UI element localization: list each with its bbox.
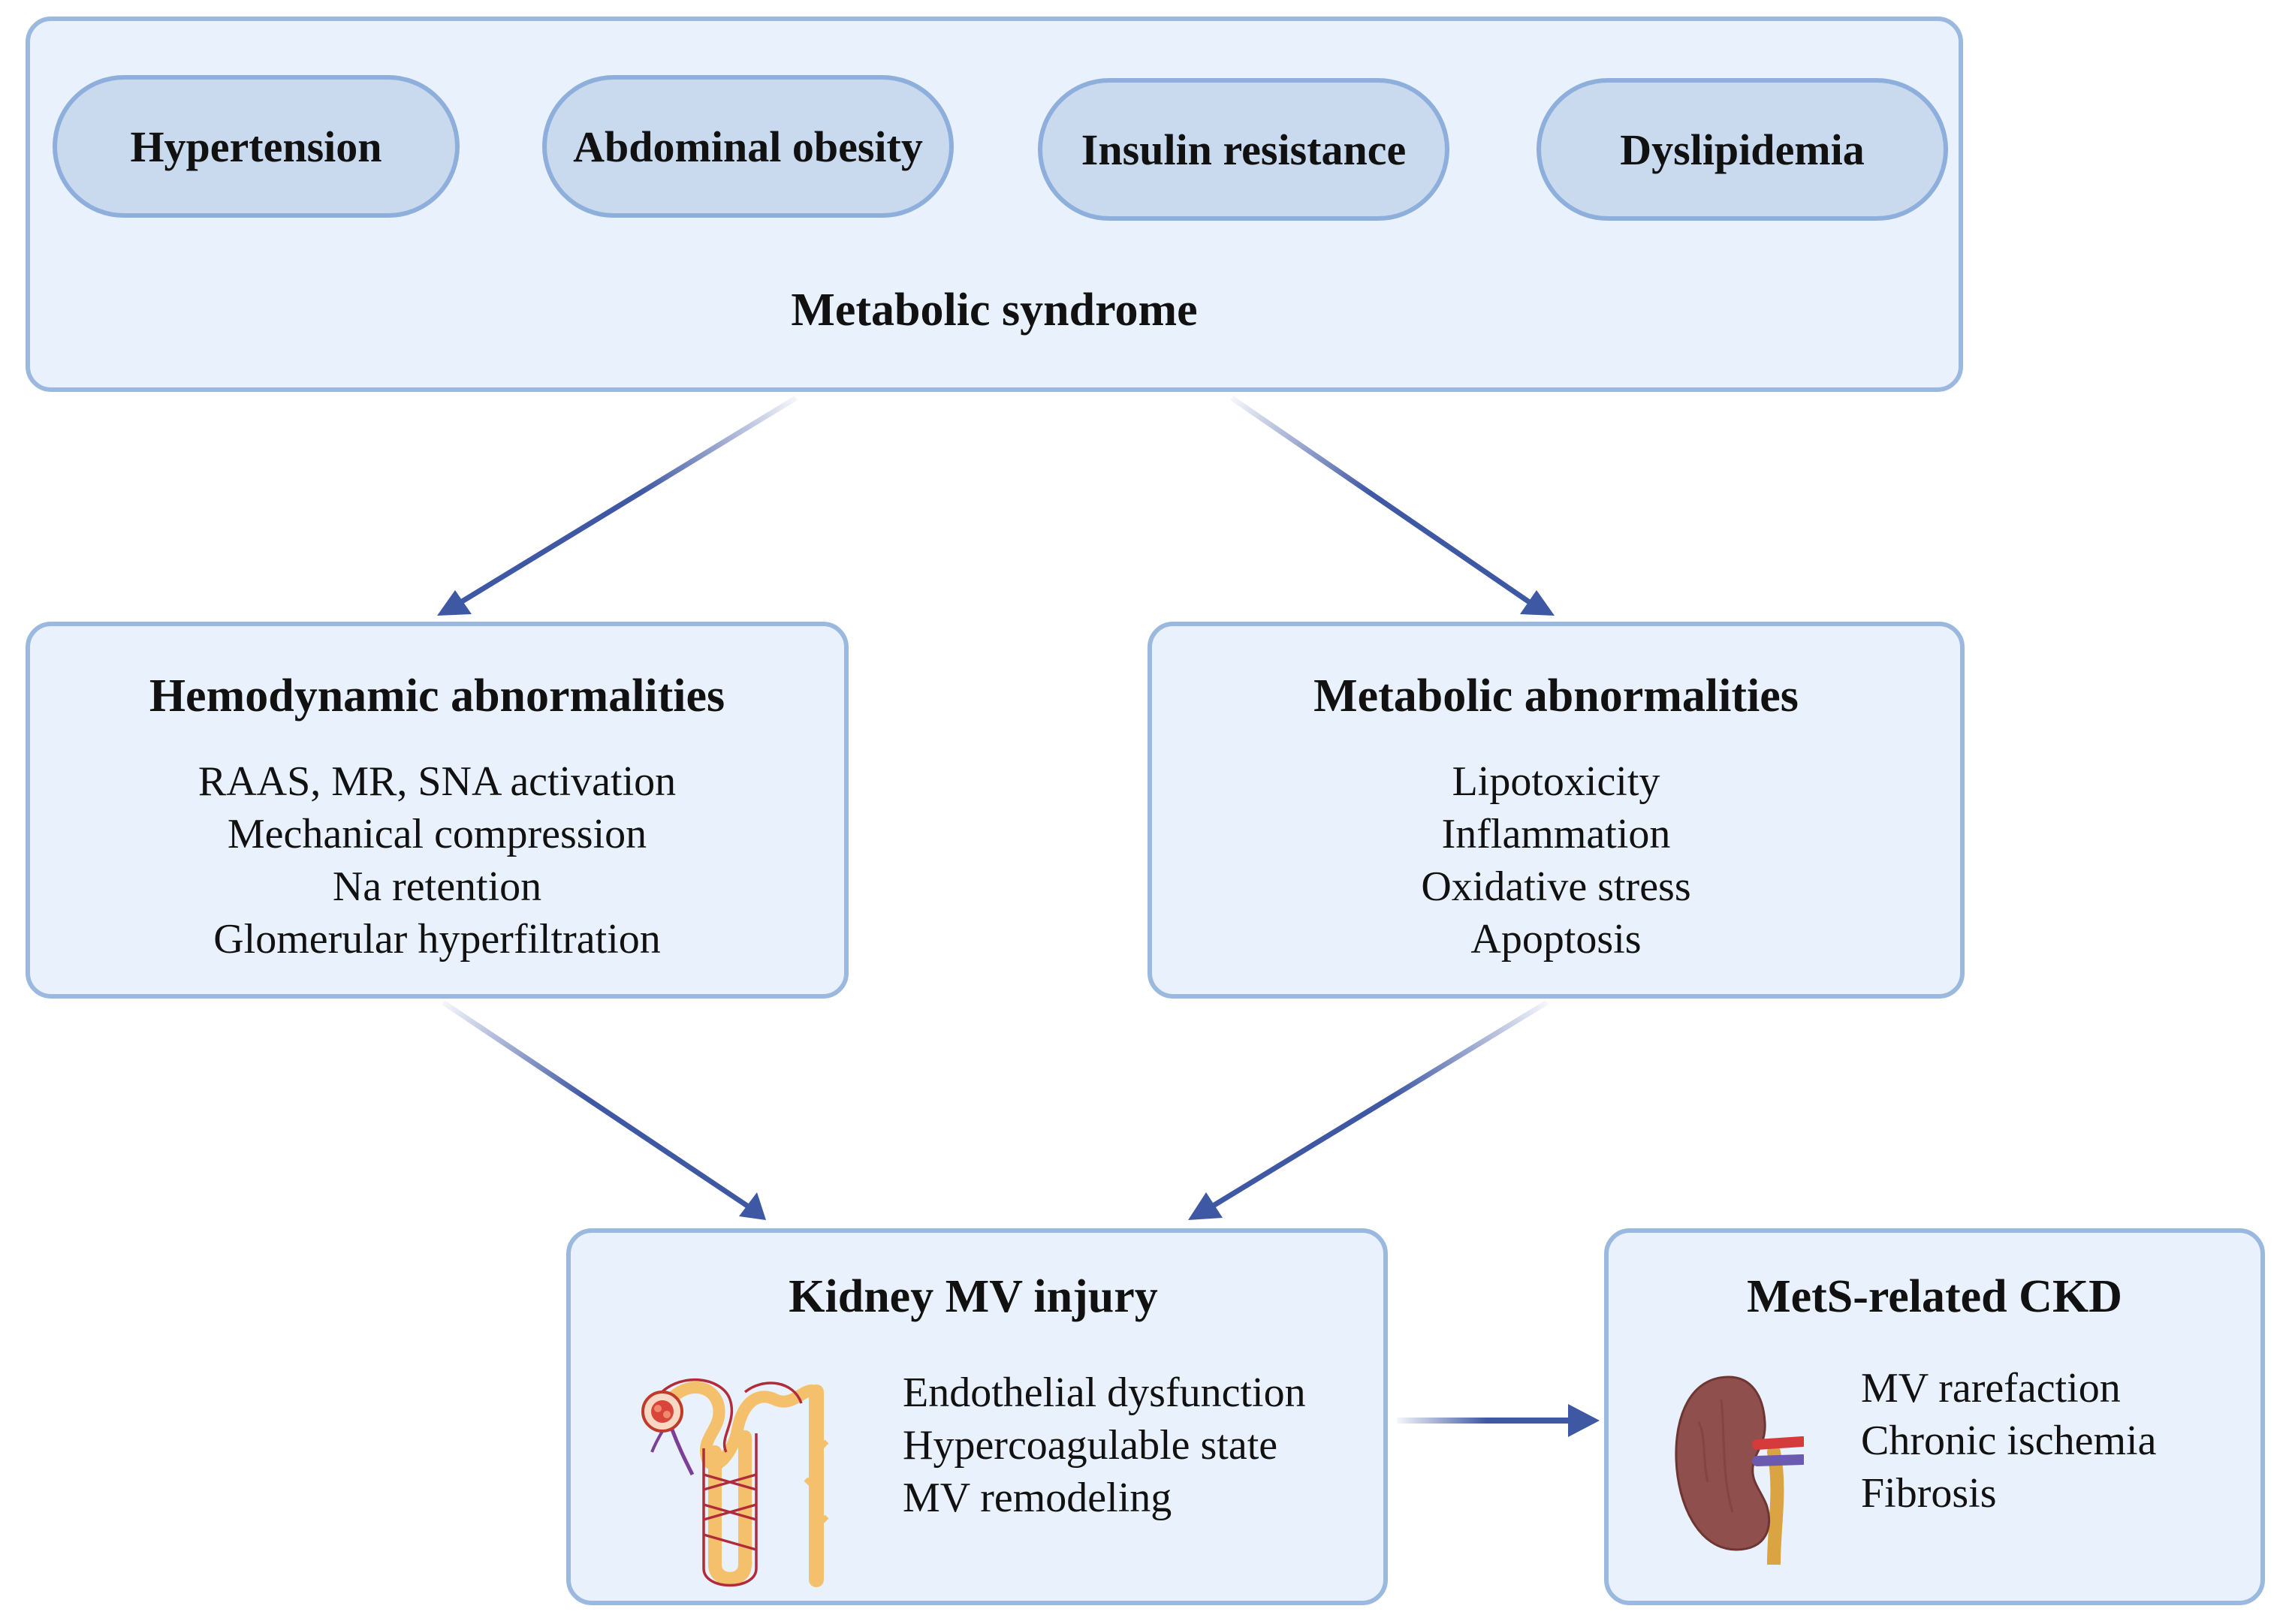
kidney-mv-injury-box: Kidney MV injury Endothelial dysfunction… — [566, 1228, 1388, 1605]
ckd-item: Fibrosis — [1861, 1470, 1997, 1517]
pill-abdominal-obesity: Abdominal obesity — [542, 75, 954, 218]
hemodynamic-title: Hemodynamic abnormalities — [149, 670, 725, 722]
arrow-metabolic-to-mv-injury — [1209, 1000, 1549, 1210]
kidney-mv-injury-item: MV remodeling — [903, 1475, 1172, 1521]
pill-dyslipidemia: Dyslipidemia — [1537, 78, 1948, 221]
metabolic-syndrome-box: Hypertension Abdominal obesity Insulin r… — [26, 17, 1963, 392]
metabolic-item: Oxidative stress — [1421, 863, 1691, 910]
hemodynamic-list: RAAS, MR, SNA activation Mechanical comp… — [30, 755, 844, 966]
metabolic-list: Lipotoxicity Inflammation Oxidative stre… — [1152, 755, 1960, 966]
kidney-mv-injury-item: Hypercoagulable state — [903, 1422, 1278, 1469]
kidney-icon — [1675, 1375, 1804, 1565]
metabolic-item: Inflammation — [1441, 811, 1671, 857]
ckd-item: Chronic ischemia — [1861, 1418, 2157, 1464]
mets-related-ckd-box: MetS-related CKD MV rarefaction Chronic … — [1604, 1228, 2265, 1605]
metabolic-abnormalities-box: Metabolic abnormalities Lipotoxicity Inf… — [1148, 622, 1965, 999]
hemodynamic-item: RAAS, MR, SNA activation — [198, 758, 677, 805]
metabolic-item: Apoptosis — [1470, 916, 1642, 963]
kidney-mv-injury-title: Kidney MV injury — [789, 1271, 1158, 1322]
arrow-hemodynamic-to-mv-injury — [442, 1000, 751, 1210]
mets-related-ckd-list: MV rarefaction Chronic ischemia Fibrosis — [1861, 1362, 2156, 1520]
hemodynamic-item: Glomerular hyperfiltration — [213, 916, 661, 963]
metabolic-item: Lipotoxicity — [1452, 758, 1660, 805]
metabolic-syndrome-title: Metabolic syndrome — [791, 285, 1198, 336]
metabolic-title: Metabolic abnormalities — [1313, 670, 1799, 722]
ckd-item: MV rarefaction — [1861, 1365, 2121, 1412]
kidney-mv-injury-item: Endothelial dysfunction — [903, 1369, 1306, 1416]
mets-related-ckd-title: MetS-related CKD — [1747, 1271, 2122, 1322]
kidney-mv-injury-list: Endothelial dysfunction Hypercoagulable … — [903, 1366, 1306, 1524]
pill-insulin-resistance: Insulin resistance — [1038, 78, 1449, 221]
hemodynamic-item: Mechanical compression — [227, 811, 647, 857]
arrow-mets-to-metabolic — [1230, 396, 1532, 605]
arrow-mets-to-hemodynamic — [458, 396, 798, 605]
pill-hypertension: Hypertension — [53, 75, 460, 218]
hemodynamic-abnormalities-box: Hemodynamic abnormalities RAAS, MR, SNA … — [26, 622, 849, 999]
hemodynamic-item: Na retention — [332, 863, 542, 910]
nephron-icon — [641, 1378, 829, 1587]
